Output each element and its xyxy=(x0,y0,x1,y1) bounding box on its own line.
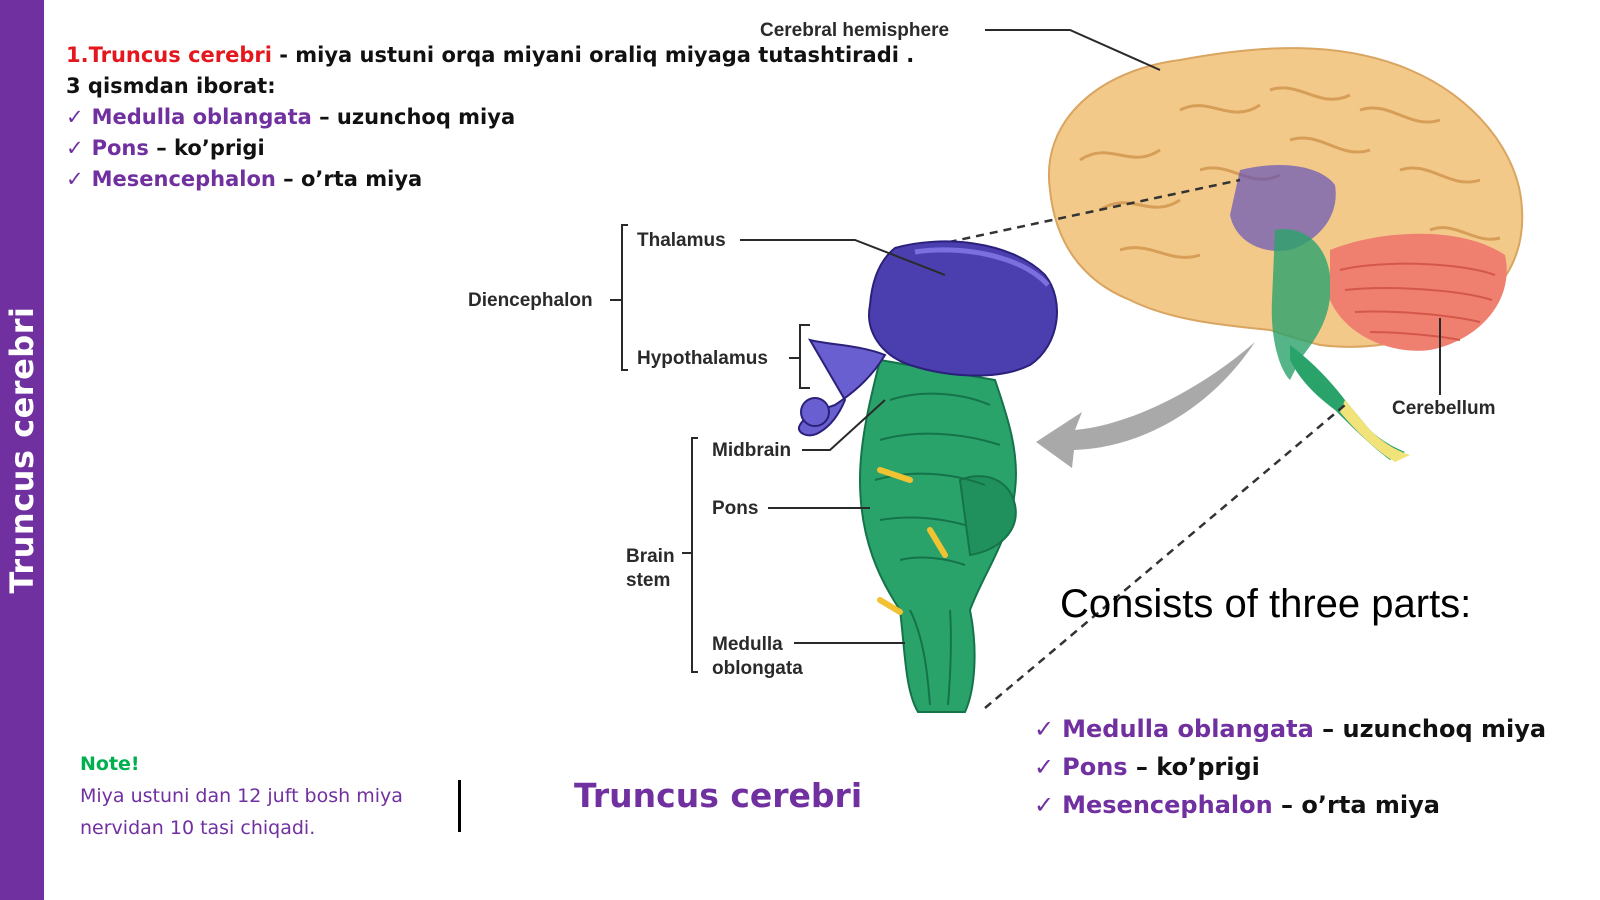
note-box: Note! Miya ustuni dan 12 juft bosh miya … xyxy=(80,748,403,844)
label-oblongata: oblongata xyxy=(712,658,803,679)
part-latin: Pons xyxy=(1062,753,1128,781)
subtitle: 3 qismdan iborat: xyxy=(66,74,276,98)
definition-line: 1.Truncus cerebri - miya ustuni orqa miy… xyxy=(66,40,914,71)
label-cerebellum: Cerebellum xyxy=(1392,398,1495,419)
intro-text: 1.Truncus cerebri - miya ustuni orqa miy… xyxy=(66,40,914,195)
part-uzbek: – uzunchoq miya xyxy=(1313,715,1547,743)
checkmark-icon: ✓ xyxy=(1034,791,1055,819)
connector-line xyxy=(934,178,1241,247)
intro-item: ✓ Medulla oblangata – uzunchoq miya xyxy=(66,102,914,133)
label-midbrain: Midbrain xyxy=(712,440,791,461)
brainstem-illustration xyxy=(797,240,1058,713)
part-uzbek: – ko’prigi xyxy=(1127,753,1260,781)
consists-heading: Consists of three parts: xyxy=(1060,582,1472,626)
note-line: nervidan 10 tasi chiqadi. xyxy=(80,817,316,839)
checkmark-icon: ✓ xyxy=(66,136,84,160)
label-diencephalon: Diencephalon xyxy=(468,290,593,311)
list-item: ✓Mesencephalon – o’rta miya xyxy=(1034,786,1546,824)
connector-line xyxy=(984,404,1346,709)
sidebar: Truncus cerebri xyxy=(0,0,44,900)
intro-item: ✓ Mesencephalon – o’rta miya xyxy=(66,164,914,195)
item-uzbek: – o’rta miya xyxy=(275,167,423,191)
definition: - miya ustuni orqa miyani oraliq miyaga … xyxy=(271,43,915,67)
checkmark-icon: ✓ xyxy=(66,105,84,129)
label-thalamus: Thalamus xyxy=(637,230,726,251)
label-cerebral-hemisphere: Cerebral hemisphere xyxy=(760,20,949,41)
item-latin: Pons xyxy=(91,136,149,160)
term: 1.Truncus cerebri xyxy=(66,43,272,67)
label-pons: Pons xyxy=(712,498,758,519)
intro-item: ✓ Pons – ko’prigi xyxy=(66,133,914,164)
part-latin: Medulla oblangata xyxy=(1062,715,1314,743)
parts-list: ✓Medulla oblangata – uzunchoq miya ✓Pons… xyxy=(1034,710,1546,824)
label-stem: stem xyxy=(626,570,670,591)
note-line: Miya ustuni dan 12 juft bosh miya xyxy=(80,785,403,807)
list-item: ✓Medulla oblangata – uzunchoq miya xyxy=(1034,710,1546,748)
checkmark-icon: ✓ xyxy=(1034,715,1055,743)
list-item: ✓Pons – ko’prigi xyxy=(1034,748,1546,786)
note-title: Note! xyxy=(80,753,140,775)
part-uzbek: – o’rta miya xyxy=(1272,791,1440,819)
label-medulla: Medulla xyxy=(712,634,783,655)
caption: Truncus cerebri xyxy=(574,776,863,815)
checkmark-icon: ✓ xyxy=(1034,753,1055,781)
label-brain: Brain xyxy=(626,546,675,567)
arrow-icon xyxy=(1036,342,1255,468)
checkmark-icon: ✓ xyxy=(66,167,84,191)
label-hypothalamus: Hypothalamus xyxy=(637,348,768,369)
cerebrum-illustration xyxy=(1047,47,1524,462)
item-uzbek: – uzunchoq miya xyxy=(311,105,516,129)
item-latin: Medulla oblangata xyxy=(91,105,312,129)
part-latin: Mesencephalon xyxy=(1062,791,1273,819)
item-uzbek: – ko’prigi xyxy=(148,136,265,160)
item-latin: Mesencephalon xyxy=(91,167,276,191)
text-cursor xyxy=(458,780,461,832)
label-leaders xyxy=(610,29,1441,673)
